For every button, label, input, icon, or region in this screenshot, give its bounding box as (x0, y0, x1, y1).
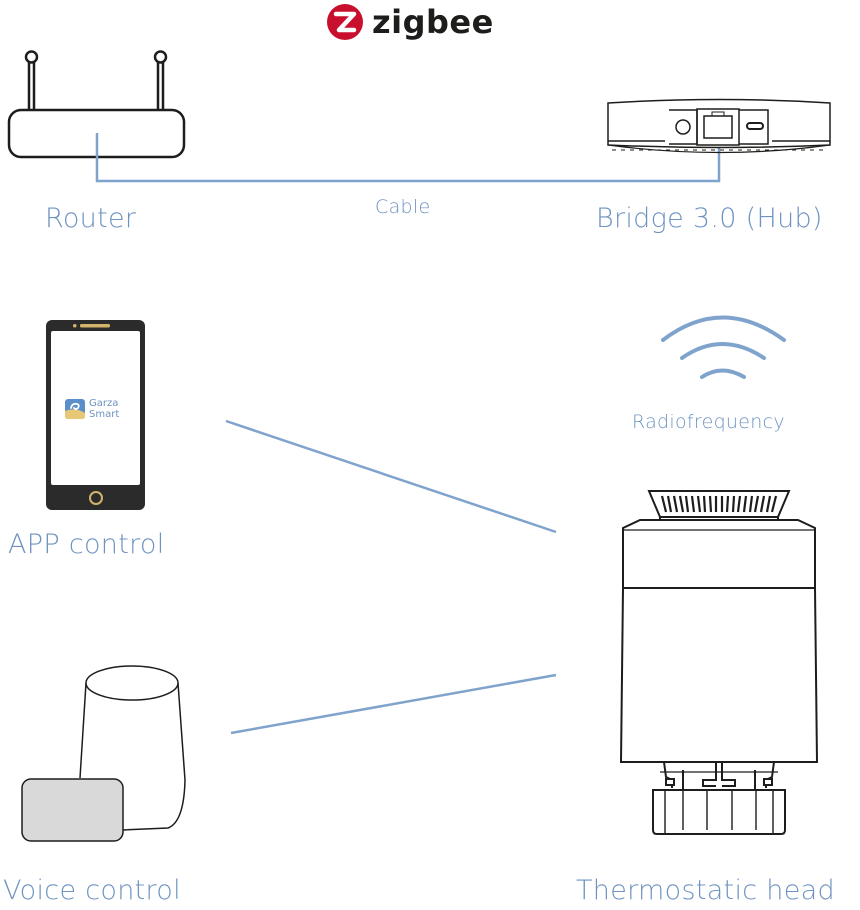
garza-smart-app-name: Garza Smart (89, 398, 119, 420)
bridge-label: Bridge 3.0 (Hub) (596, 203, 823, 234)
radio-waves-icon (661, 315, 786, 379)
garza-smart-app-logo: Garza Smart (65, 398, 119, 420)
smart-speaker-icon (21, 665, 186, 842)
bridge-hub-icon (607, 98, 831, 154)
app-name-line2: Smart (89, 409, 120, 420)
app-link-line (225, 419, 557, 534)
voice-control-label: Voice control (3, 875, 181, 906)
smartphone-icon (46, 320, 145, 510)
thermostatic-head-icon (619, 490, 819, 835)
router-label: Router (45, 203, 137, 234)
garza-smart-icon (65, 399, 85, 419)
cable-label: Cable (375, 196, 431, 218)
thermostatic-head-label: Thermostatic head (576, 875, 835, 906)
app-control-label: APP control (8, 529, 165, 560)
radiofrequency-label: Radiofrequency (632, 411, 785, 433)
zigbee-logo-text: zigbee (372, 3, 494, 41)
voice-link-line (230, 673, 557, 735)
zigbee-logo: zigbee (326, 2, 494, 42)
app-name-line1: Garza (89, 398, 119, 409)
zigbee-icon (327, 4, 363, 40)
